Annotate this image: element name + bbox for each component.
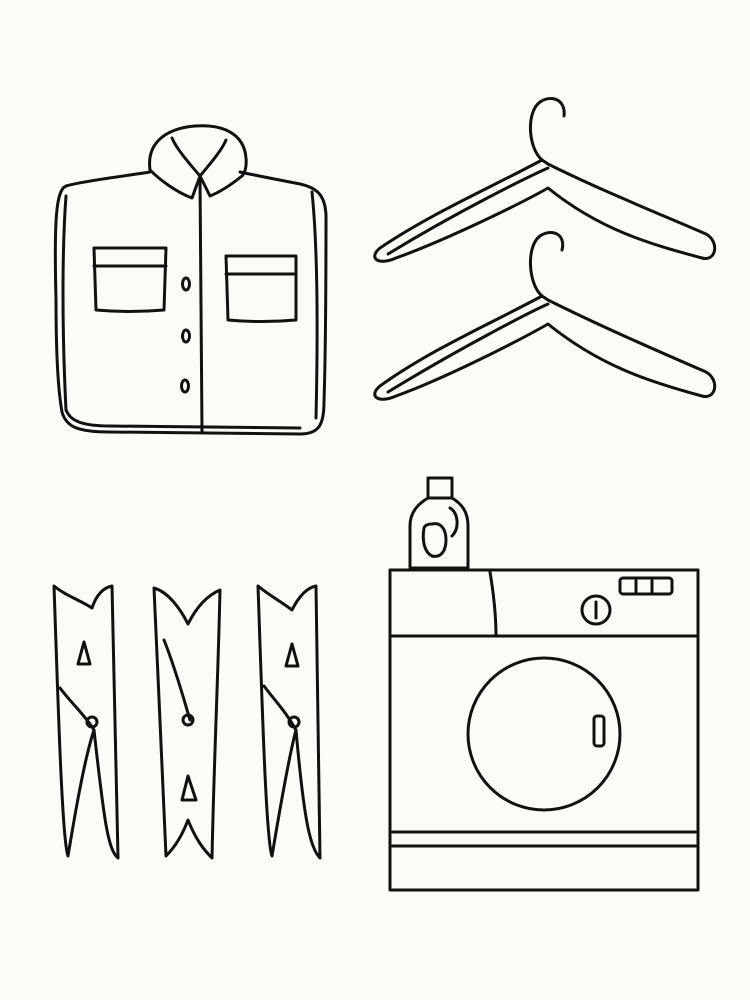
clothespin-notch: [284, 642, 300, 668]
detergent-drawer: [488, 570, 498, 638]
hanger-frame: [373, 294, 717, 401]
shirt-button: [181, 328, 191, 344]
folded-shirt: [53, 124, 328, 436]
clothes-hanger: [373, 97, 717, 263]
shirt-placket: [198, 176, 204, 434]
clothespin-notch: [180, 774, 198, 802]
shirt-left-fold: [61, 194, 68, 412]
shirt-button: [180, 378, 190, 394]
hanger-inner: [386, 302, 550, 394]
clothespin-outline: [152, 586, 222, 860]
bottle-handle: [448, 506, 459, 538]
machine-dial: [580, 594, 612, 626]
clothespin: [152, 586, 222, 860]
washing-machine: [388, 568, 700, 892]
machine-door: [466, 656, 622, 812]
shirt-body: [53, 170, 328, 436]
machine-body: [388, 568, 700, 892]
shirt-right-fold: [310, 190, 319, 420]
display-segment: [634, 578, 654, 594]
clothespin-spring: [181, 713, 195, 727]
hanger-frame: [373, 158, 717, 263]
clothespin-split: [162, 638, 192, 722]
detergent-bottle: [408, 476, 470, 570]
clothes-hanger: [373, 231, 717, 401]
shirt-button: [181, 276, 191, 292]
shirt-hem: [64, 408, 302, 430]
hanger-inner: [386, 166, 550, 256]
bottle-cap: [426, 476, 454, 500]
bottle-body: [408, 496, 470, 570]
clothespin: [256, 584, 322, 860]
clothespin-notch: [76, 640, 92, 666]
shirt-pocket-left: [92, 246, 168, 313]
shirt-collar-right: [198, 138, 244, 198]
shirt-collar-back: [148, 124, 248, 178]
shirt-collar-left: [148, 136, 202, 200]
door-handle: [592, 714, 606, 748]
machine-bottom-panel: [388, 830, 700, 848]
clothespin-split: [262, 684, 298, 732]
machine-control-display: [618, 576, 674, 596]
clothespin: [52, 584, 120, 860]
bottle-label: [421, 522, 448, 558]
hanger-hook: [528, 97, 566, 162]
shirt-pocket-right: [224, 254, 298, 323]
clothespin-spring: [85, 715, 99, 729]
hanger-hook: [528, 231, 565, 298]
clothespin-spring: [287, 715, 301, 729]
